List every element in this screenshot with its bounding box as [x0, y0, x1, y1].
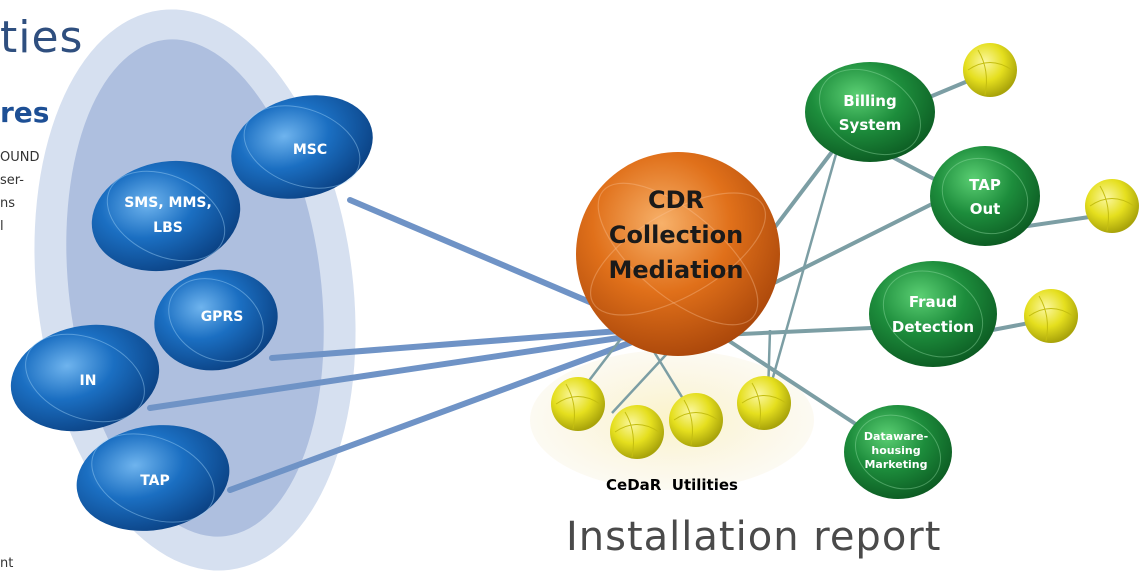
utility-node	[610, 405, 664, 459]
source-label-sms-line: LBS	[153, 220, 183, 236]
source-node-sms: SMS, MMS, LBS	[91, 160, 241, 272]
footer-title: Installation report	[566, 514, 942, 560]
side-text-line: OUND	[0, 150, 40, 165]
link-gprs	[269, 327, 635, 361]
heading-title-fragment: ties	[0, 12, 84, 63]
output-node-billing: Billing System	[805, 62, 935, 162]
source-node-msc: MSC	[231, 95, 373, 199]
source-label-msc: MSC	[293, 142, 327, 158]
output-label-line: System	[839, 116, 901, 134]
utilities-label: CeDaR Utilities	[606, 476, 738, 494]
output-node-fraud: Fraud Detection	[869, 261, 997, 367]
source-label-sms-line: SMS, MMS,	[124, 195, 212, 211]
hub-label-line: CDR	[648, 186, 704, 214]
yellow-node	[1024, 289, 1078, 343]
output-label-line: Billing	[843, 92, 896, 110]
utility-node	[737, 376, 791, 430]
output-node-tapout: TAP Out	[930, 146, 1040, 246]
hub-label-line: Collection	[609, 221, 743, 249]
source-node-tap: TAP	[76, 425, 230, 531]
output-label-line: Fraud	[909, 293, 957, 311]
output-node-dwh: Dataware- housing Marketing	[844, 405, 952, 499]
source-label-in: IN	[80, 373, 97, 389]
hub-label-line: Mediation	[608, 256, 743, 284]
output-label-line: Detection	[892, 318, 974, 336]
yellow-node	[1085, 179, 1139, 233]
utility-node	[551, 377, 605, 431]
output-label-line: Marketing	[864, 458, 927, 471]
hub-cdr-mediation: CDR Collection Mediation	[576, 152, 780, 356]
link-tap	[227, 339, 635, 493]
source-node-gprs: GPRS	[154, 269, 278, 371]
output-label-line: housing	[871, 444, 920, 457]
source-links	[147, 197, 635, 493]
output-label-line: Dataware-	[864, 430, 928, 443]
output-label-line: TAP	[969, 176, 1001, 194]
source-node-in: IN	[10, 324, 160, 432]
utility-node	[669, 393, 723, 447]
side-text-line: l	[0, 219, 4, 234]
side-text-line: nt	[0, 556, 14, 571]
source-label-tap: TAP	[140, 473, 170, 489]
side-text-line: ns	[0, 196, 16, 211]
source-label-gprs: GPRS	[201, 309, 244, 325]
output-label-line: Out	[970, 200, 1001, 218]
side-text-line: ser-	[0, 173, 24, 188]
yellow-node	[963, 43, 1017, 97]
link-msc	[347, 197, 635, 323]
heading-subtitle-fragment: res	[0, 96, 50, 129]
link-in	[147, 333, 635, 411]
